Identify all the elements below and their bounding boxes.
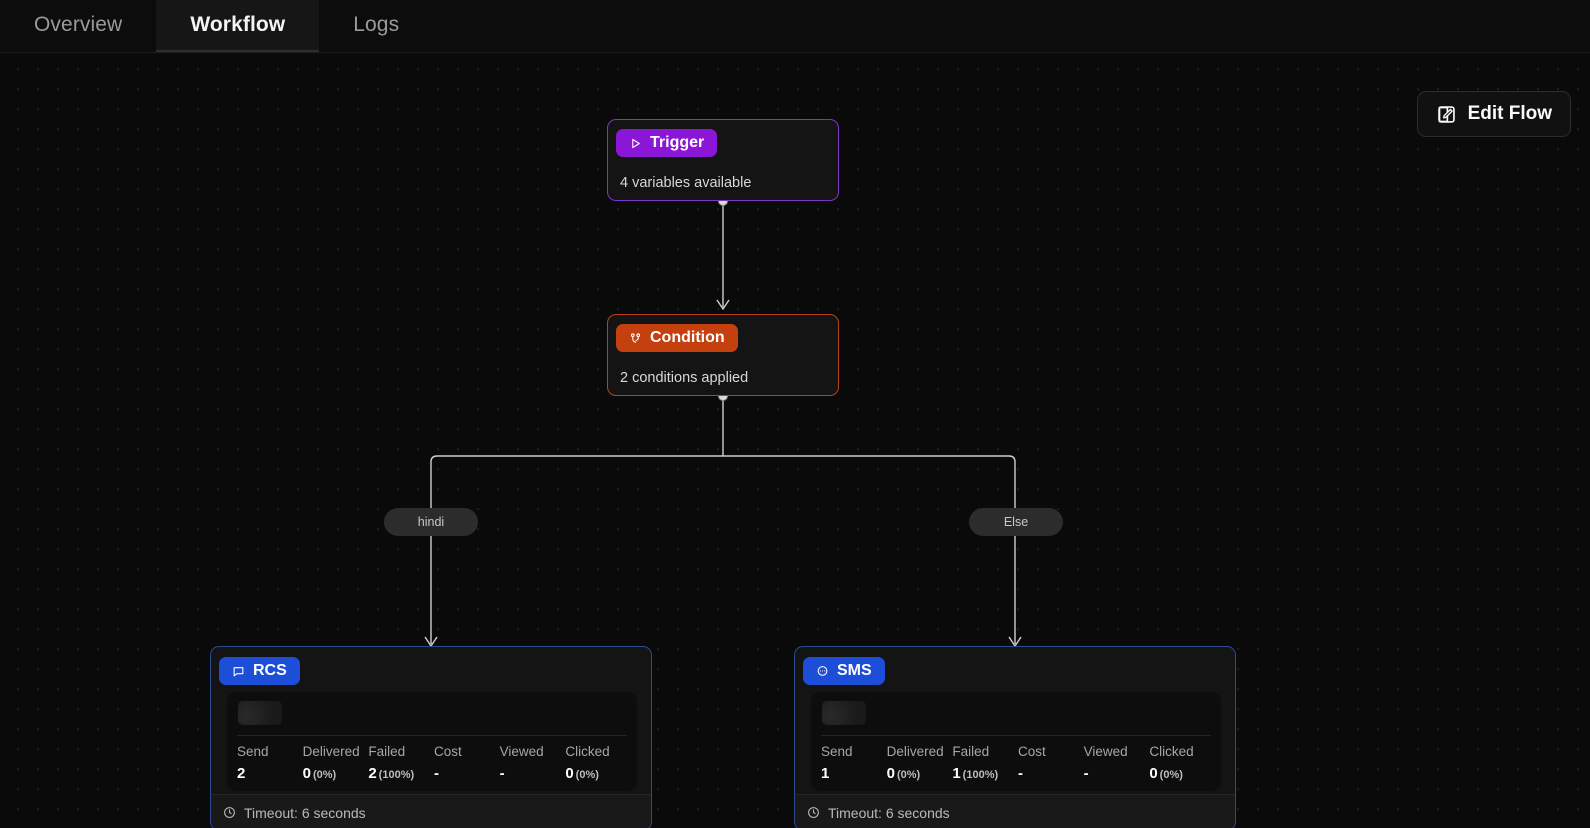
tab-overview[interactable]: Overview [0, 0, 156, 52]
tab-bar: Overview Workflow Logs [0, 0, 1590, 53]
message-square-icon [232, 665, 245, 678]
condition-subtitle: 2 conditions applied [620, 370, 749, 386]
metric-cost: Cost - [433, 744, 462, 782]
node-card-rcs[interactable]: RCS Send 2 Delivered 0(0%) Failed 2(100%… [210, 646, 652, 828]
trigger-badge: Trigger [616, 129, 718, 157]
condition-badge: Condition [616, 324, 738, 352]
edge-arrow-condition [716, 299, 730, 311]
workflow-canvas[interactable]: Edit Flow Trigger 4 variables availabl [0, 53, 1590, 828]
branch-pill-hindi-label: hindi [417, 515, 445, 529]
rcs-timeout-label: Timeout: 6 seconds [244, 804, 366, 821]
sms-footer: Timeout: 6 seconds [795, 794, 1235, 828]
tab-overview-label: Overview [34, 13, 123, 36]
sms-metrics-box: Send 1 Delivered 0(0%) Failed 1(100%) Co… [811, 692, 1221, 791]
metric-send: Send 2 [237, 744, 269, 782]
edge-branch-split [430, 455, 1016, 523]
rcs-metrics-box: Send 2 Delivered 0(0%) Failed 2(100%) Co… [227, 692, 637, 791]
sms-timeout-label: Timeout: 6 seconds [828, 804, 950, 821]
tab-workflow-label: Workflow [190, 13, 286, 36]
metric-delivered: Delivered 0(0%) [302, 744, 360, 782]
sms-metrics-grid: Send 1 Delivered 0(0%) Failed 1(100%) Co… [821, 744, 1215, 782]
sms-badge: SMS [803, 657, 885, 685]
branch-icon [629, 332, 642, 345]
metric-viewed: Viewed - [1083, 744, 1128, 782]
edge-arrow-rcs [424, 636, 438, 648]
edit-flow-label: Edit Flow [1467, 103, 1552, 124]
tab-logs[interactable]: Logs [319, 0, 433, 52]
rcs-metrics-divider [237, 735, 627, 736]
sms-badge-label: SMS [837, 662, 872, 679]
metric-delivered: Delivered 0(0%) [886, 744, 944, 782]
sms-preview-placeholder [822, 701, 866, 725]
metric-failed: Failed 1(100%) [952, 744, 999, 782]
edit-flow-button[interactable]: Edit Flow [1416, 91, 1571, 137]
branch-pill-else[interactable]: Else [969, 508, 1063, 536]
clock-icon [807, 806, 820, 819]
metric-cost: Cost - [1017, 744, 1046, 782]
branch-pill-hindi[interactable]: hindi [384, 508, 478, 536]
metric-send: Send 1 [821, 744, 853, 782]
edit-square-icon [1436, 104, 1457, 125]
metric-failed: Failed 2(100%) [368, 744, 415, 782]
rcs-preview-placeholder [238, 701, 282, 725]
condition-badge-label: Condition [650, 329, 725, 346]
chat-circle-icon [816, 665, 829, 678]
play-icon [629, 137, 642, 150]
edge-arrow-sms [1008, 636, 1022, 648]
tab-logs-label: Logs [353, 13, 400, 36]
rcs-metrics-grid: Send 2 Delivered 0(0%) Failed 2(100%) Co… [237, 744, 631, 782]
rcs-footer: Timeout: 6 seconds [211, 794, 651, 828]
trigger-subtitle: 4 variables available [620, 175, 752, 191]
rcs-badge-label: RCS [253, 662, 287, 679]
node-trigger[interactable]: Trigger 4 variables available [607, 119, 839, 201]
branch-pill-else-label: Else [1003, 515, 1029, 529]
trigger-badge-label: Trigger [650, 134, 705, 151]
metric-clicked: Clicked 0(0%) [1149, 744, 1194, 782]
node-card-sms[interactable]: SMS Send 1 Delivered 0(0%) Failed 1(100%… [794, 646, 1236, 828]
node-condition[interactable]: Condition 2 conditions applied [607, 314, 839, 396]
metric-viewed: Viewed - [499, 744, 544, 782]
clock-icon [223, 806, 236, 819]
rcs-badge: RCS [219, 657, 300, 685]
tab-workflow[interactable]: Workflow [156, 0, 320, 52]
metric-clicked: Clicked 0(0%) [565, 744, 610, 782]
sms-metrics-divider [821, 735, 1211, 736]
